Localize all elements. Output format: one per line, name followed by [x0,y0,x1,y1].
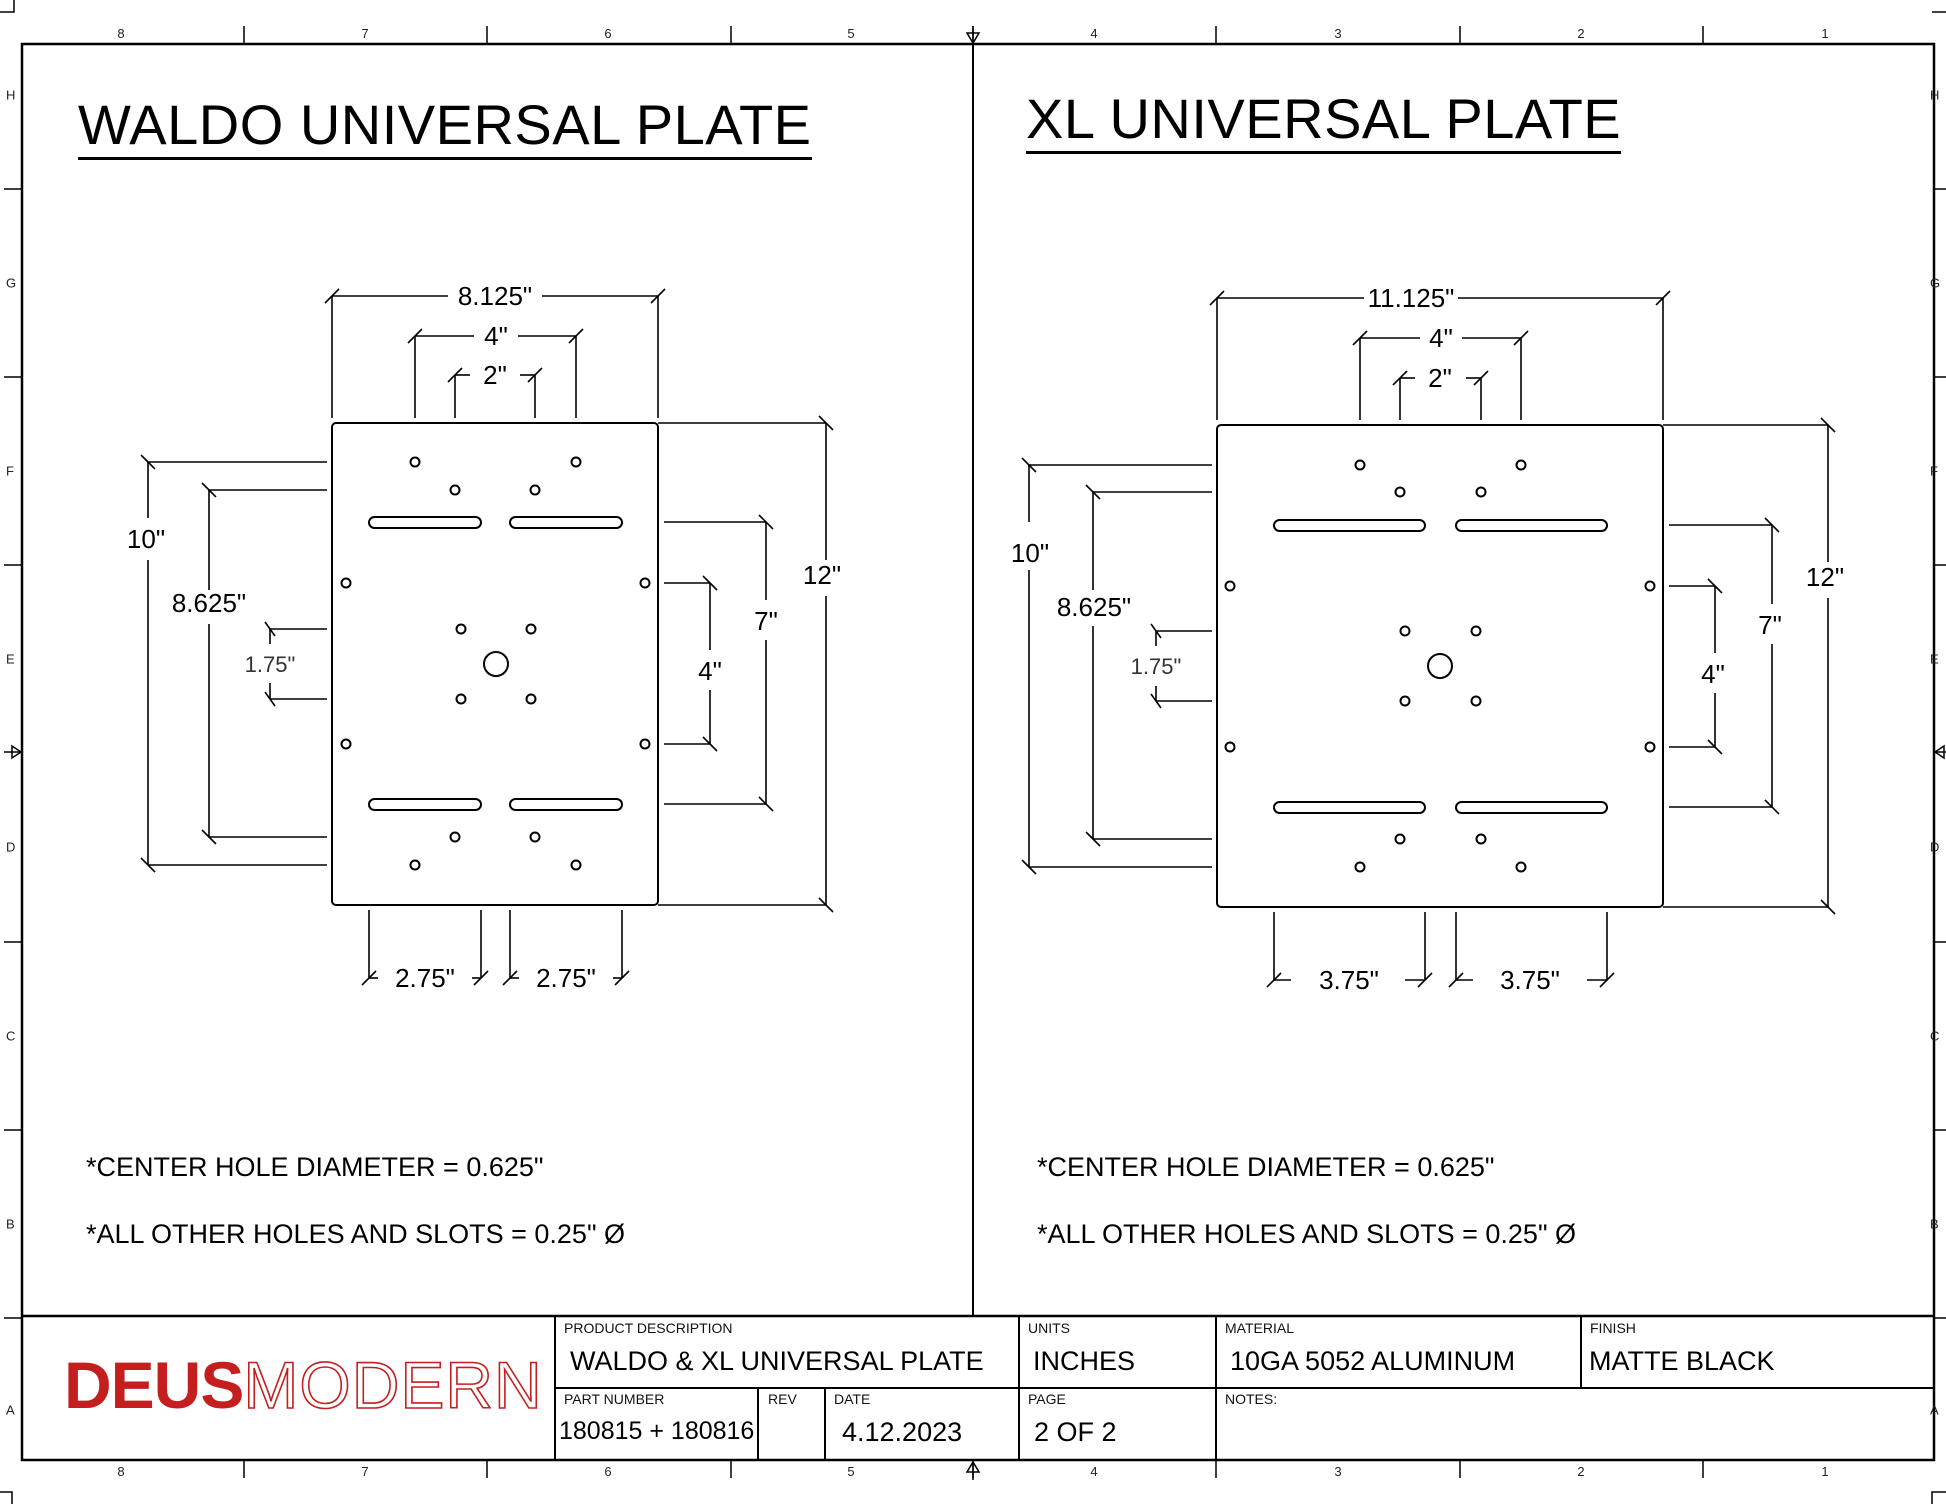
page-label: PAGE [1028,1391,1066,1407]
dim-left-inner-height: 8.625" [1057,592,1131,622]
zone-label-left: E [6,651,15,667]
zone-label-top: 1 [1821,26,1829,41]
finish-value: MATTE BLACK [1589,1346,1775,1376]
zone-label-bottom: 5 [847,1464,855,1479]
date-value: 4.12.2023 [842,1417,963,1447]
dim-center-hole-spacing: 1.75" [1131,654,1182,679]
dim-hole-spacing-outer: 4" [1429,323,1453,353]
dim-right-overall-height: 12" [803,560,841,590]
waldo-plate-drawing: 8.125" 4" 2" 10" 8.625" 1.75" 12" 7" 4" … [127,281,841,993]
plate-outline [331,422,659,906]
note-other-holes: *ALL OTHER HOLES AND SLOTS = 0.25" Ø [1037,1219,1577,1249]
zone-label-right: A [1930,1402,1939,1418]
zone-label-left: H [6,87,16,103]
zone-label-bottom: 7 [361,1464,369,1479]
dim-hole-spacing-outer: 4" [484,321,508,351]
company-logo: DEUSMODERN [64,1351,543,1419]
note-center-hole: *CENTER HOLE DIAMETER = 0.625" [86,1152,544,1182]
finish-label: FINISH [1590,1320,1636,1336]
dim-right-slot-spacing: 7" [1758,610,1782,640]
dim-slot-length-left: 3.75" [1319,965,1379,995]
zone-label-right: H [1930,87,1940,103]
zone-label-top: 2 [1577,26,1585,41]
part-number-label: PART NUMBER [564,1391,665,1407]
note-center-hole: *CENTER HOLE DIAMETER = 0.625" [1037,1152,1495,1182]
zone-label-right: C [1930,1028,1940,1044]
notes-label: NOTES: [1225,1391,1278,1407]
dim-overall-width: 11.125" [1368,283,1455,313]
units-label: UNITS [1028,1320,1070,1336]
zone-label-left: A [6,1402,15,1418]
dim-slot-length-right: 3.75" [1500,965,1560,995]
dim-left-outer-height: 10" [1011,538,1049,568]
zone-label-right: D [1930,839,1940,855]
page-value: 2 OF 2 [1034,1417,1117,1447]
dim-right-side-hole-spacing: 4" [1701,659,1725,689]
zone-label-top: 8 [117,26,125,41]
dim-left-inner-height: 8.625" [172,588,246,618]
note-other-holes: *ALL OTHER HOLES AND SLOTS = 0.25" Ø [86,1219,626,1249]
zone-label-left: C [6,1028,16,1044]
zone-label-left: F [6,463,14,479]
right-view-title: XL UNIVERSAL PLATE [1026,89,1622,154]
dim-right-side-hole-spacing: 4" [698,656,722,686]
dim-slot-length-left: 2.75" [395,963,455,993]
zone-label-right: E [1930,651,1939,667]
zone-label-left: D [6,839,16,855]
dim-left-outer-height: 10" [127,524,165,554]
zone-label-bottom: 3 [1334,1464,1342,1479]
xl-plate-drawing: 11.125" 4" 2" 10" 8.625" 1.75" 12" 7" 4"… [1011,283,1844,995]
material-value: 10GA 5052 ALUMINUM [1230,1346,1516,1376]
zone-label-right: G [1930,275,1941,291]
zone-label-top: 3 [1334,26,1342,41]
logo-primary: DEUS [64,1348,244,1422]
zone-label-bottom: 6 [604,1464,612,1479]
dim-hole-spacing-inner: 2" [1428,363,1452,393]
zone-label-left: G [6,275,17,291]
zone-label-right: B [1930,1216,1939,1232]
product-description-label: PRODUCT DESCRIPTION [564,1320,733,1336]
dim-right-slot-spacing: 7" [754,606,778,636]
zone-label-right: F [1930,463,1938,479]
zone-label-left: B [6,1216,15,1232]
zone-label-top: 4 [1090,26,1098,41]
dim-center-hole-spacing: 1.75" [245,652,296,677]
zone-label-bottom: 8 [117,1464,125,1479]
zone-label-bottom: 4 [1090,1464,1098,1479]
part-number-value: 180815 + 180816 [559,1417,755,1445]
logo-secondary: MODERN [243,1348,543,1422]
zone-label-top: 5 [847,26,855,41]
dim-overall-width: 8.125" [458,281,532,311]
rev-label: REV [768,1391,797,1407]
zone-label-bottom: 1 [1821,1464,1829,1479]
zone-label-bottom: 2 [1577,1464,1585,1479]
zone-label-top: 6 [604,26,612,41]
units-value: INCHES [1033,1346,1136,1376]
dim-right-overall-height: 12" [1806,562,1844,592]
material-label: MATERIAL [1225,1320,1294,1336]
dim-slot-length-right: 2.75" [536,963,596,993]
dim-hole-spacing-inner: 2" [483,360,507,390]
product-description-value: WALDO & XL UNIVERSAL PLATE [570,1346,984,1376]
left-view-title: WALDO UNIVERSAL PLATE [78,95,812,160]
zone-label-top: 7 [361,26,369,41]
date-label: DATE [834,1391,871,1407]
